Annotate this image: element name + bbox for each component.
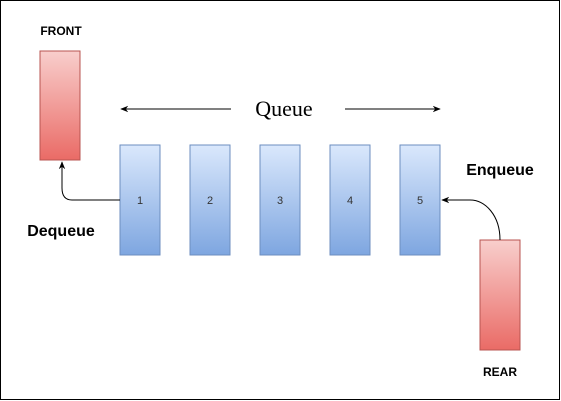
queue-element-1: 1 <box>119 144 161 256</box>
queue-element-label: 5 <box>417 195 423 207</box>
queue-element-2: 2 <box>189 144 231 256</box>
queue-element-5: 5 <box>399 144 441 256</box>
queue-element-label: 4 <box>347 195 353 207</box>
queue-element-label: 3 <box>277 195 283 207</box>
queue-element-label: 1 <box>137 195 143 207</box>
queue-title: Queue <box>255 96 312 121</box>
rear-label: REAR <box>483 365 517 379</box>
queue-element-3: 3 <box>259 144 301 256</box>
front-label: FRONT <box>40 24 82 38</box>
front-pointer-box <box>39 50 81 161</box>
rear-pointer-box <box>479 239 521 351</box>
enqueue-arrow <box>441 196 501 241</box>
dequeue-arrow <box>58 161 120 201</box>
dequeue-label: Dequeue <box>27 223 95 240</box>
enqueue-label: Enqueue <box>466 162 534 179</box>
queue-element-label: 2 <box>207 195 213 207</box>
queue-element-4: 4 <box>329 144 371 256</box>
